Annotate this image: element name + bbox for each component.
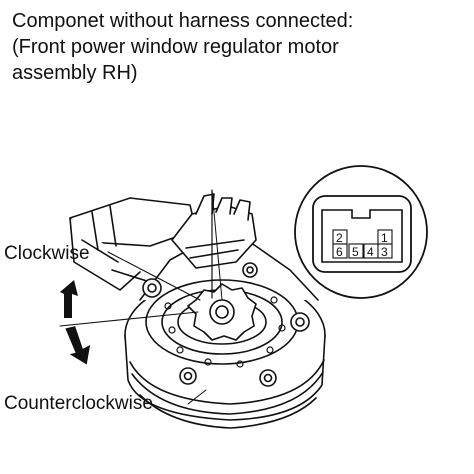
clockwise-leader-line bbox=[107, 251, 201, 301]
connector-pin-4: 4 bbox=[367, 245, 374, 259]
clockwise-label: Clockwise bbox=[4, 243, 90, 264]
caption-line-1: Componet without harness connected: bbox=[12, 10, 354, 32]
harness-connector-socket bbox=[171, 193, 257, 269]
ring-holes bbox=[164, 296, 286, 368]
rotation-arrows bbox=[60, 280, 91, 365]
motor-housing bbox=[69, 197, 197, 291]
counterclockwise-label: Counterclockwise bbox=[4, 393, 153, 414]
connector-pin-6: 6 bbox=[336, 245, 343, 259]
connector-pin-1: 1 bbox=[381, 231, 388, 245]
caption-line-3: assembly RH) bbox=[12, 62, 138, 84]
connector-pin-3: 3 bbox=[381, 245, 388, 259]
caption-line-2: (Front power window regulator motor bbox=[12, 36, 339, 58]
mounting-lugs bbox=[142, 262, 310, 387]
clockwise-arrow-icon bbox=[60, 280, 78, 318]
connector-pin-5: 5 bbox=[352, 245, 359, 259]
counterclockwise-arrow-icon bbox=[65, 326, 91, 365]
connector-detail: 2 1 6 5 4 3 bbox=[294, 165, 428, 299]
pointer-line bbox=[59, 311, 199, 327]
connector-pin-2: 2 bbox=[336, 231, 343, 245]
figure-caption: Componet without harness connected: (Fro… bbox=[12, 8, 467, 86]
counterclockwise-leader-line bbox=[187, 389, 207, 405]
drive-gear bbox=[187, 283, 257, 341]
